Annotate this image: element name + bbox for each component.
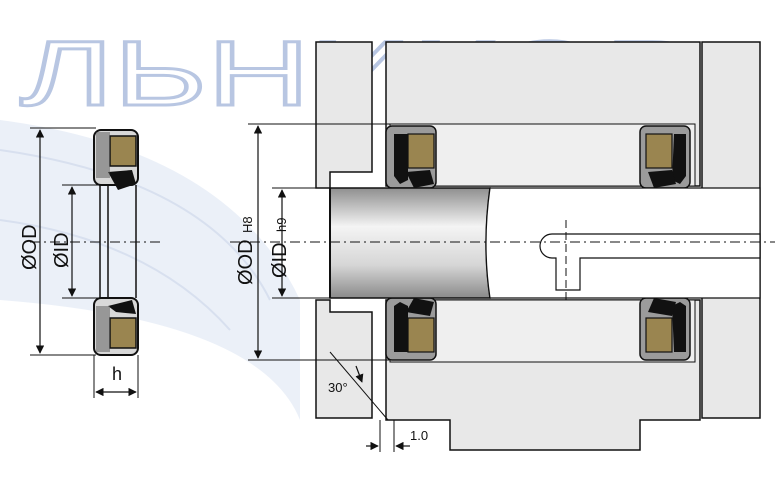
seal-groove-bottom-right <box>639 297 691 361</box>
installation-assembly: ØOD H8 ØID h9 30° 1.0 <box>230 41 775 452</box>
label-od: ØOD <box>19 224 41 270</box>
label-od-bore-tol: H8 <box>240 216 255 233</box>
label-chamfer-length: 1.0 <box>410 428 428 443</box>
seal-groove-top-right <box>639 125 691 189</box>
label-h: h <box>112 364 122 384</box>
seal-groove-bottom-left <box>385 297 437 361</box>
seal-bottom-profile <box>93 297 139 356</box>
label-id-rod: ØID <box>269 242 291 278</box>
dim-h: h <box>93 355 139 398</box>
dim-id-rod: ØID h9 <box>269 187 330 299</box>
dim-od-bore: ØOD H8 <box>235 123 390 361</box>
dim-od: ØOD <box>19 127 96 356</box>
seal-groove-top-left <box>385 125 437 189</box>
housing-left-plate <box>315 41 373 189</box>
dim-chamfer-angle: 30° <box>328 351 389 421</box>
label-chamfer-angle: 30° <box>328 380 348 395</box>
label-od-bore: ØOD <box>235 239 257 285</box>
dim-chamfer-length: 1.0 <box>366 420 428 452</box>
seal-top-profile <box>93 129 139 190</box>
piston-rod <box>329 187 761 300</box>
dim-id: ØID <box>51 184 106 299</box>
seal-cross-section: ØOD ØID h <box>19 127 160 398</box>
label-id: ØID <box>51 232 73 268</box>
label-id-rod-tol: h9 <box>274 218 289 232</box>
